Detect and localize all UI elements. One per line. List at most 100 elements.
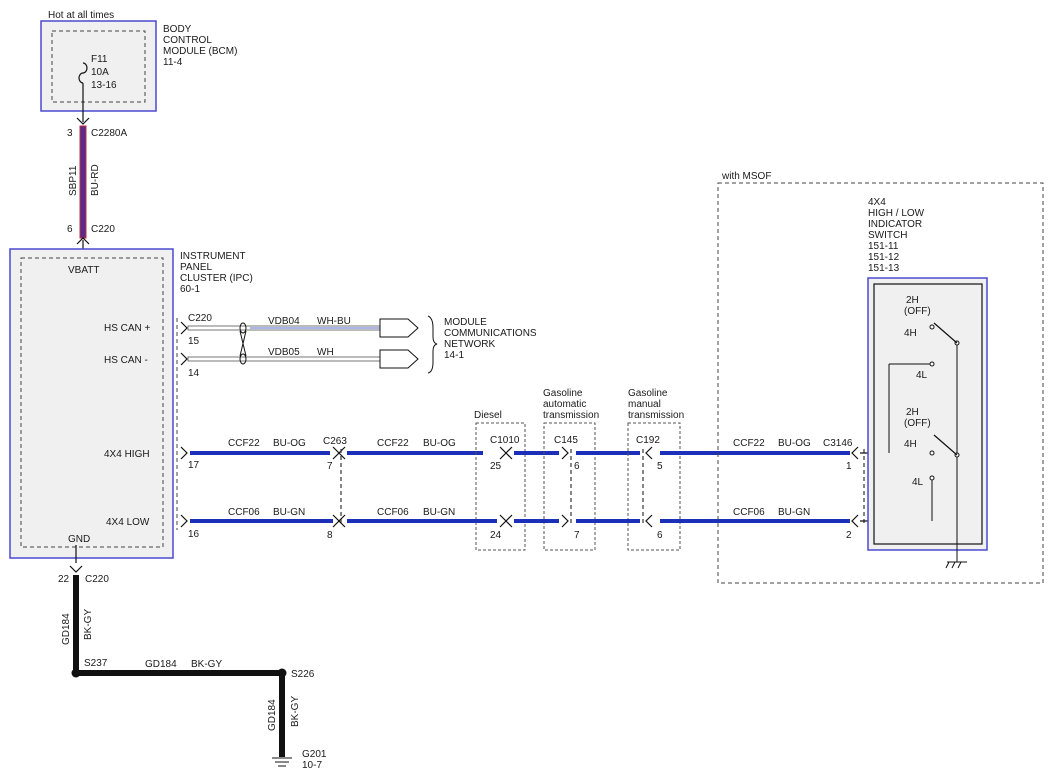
pin-17: 17 [188, 460, 200, 471]
switch-b-4l: 4L [912, 477, 924, 488]
ipc-gnd: GND [68, 534, 90, 545]
switch-b-4l-contact [929, 475, 935, 481]
c145-label: C145 [554, 435, 578, 446]
can-minus-connector-symbol [180, 352, 188, 366]
ipc-4x4-high: 4X4 HIGH [104, 449, 150, 460]
sbp11-wire [79, 125, 87, 239]
bcm-title-1: BODY [163, 24, 192, 35]
gas-auto-label-1: Gasoline [543, 388, 583, 399]
ccf22-label-3: CCF22 [733, 438, 765, 449]
switch-title-7: 151-13 [868, 263, 900, 274]
bk-gy-label-2: BK-GY [191, 659, 222, 670]
twist-symbol-top [239, 322, 247, 334]
pin-7: 7 [327, 461, 333, 472]
diesel-label: Diesel [474, 410, 502, 421]
pin-16: 16 [188, 529, 200, 540]
ccf06-wire-seg4 [576, 519, 640, 523]
bcm-module [40, 20, 157, 112]
fuse-icon [78, 62, 88, 84]
c192-high-symbol [645, 446, 653, 460]
gd184-wire-vertical [73, 575, 79, 673]
connector-c2280a: C2280A [91, 128, 127, 139]
gd184-label-3: GD184 [267, 699, 278, 731]
fuse-ref: 13-16 [91, 80, 117, 91]
switch-b-2h: 2H [906, 407, 919, 418]
low-ipc-connector-symbol [180, 514, 188, 528]
ccf22-wire-seg4 [576, 451, 640, 455]
hot-at-all-times-label: Hot at all times [48, 10, 114, 21]
switch-inner-box [873, 283, 983, 545]
switch-a-4l: 4L [916, 370, 928, 381]
gas-auto-label-3: transmission [543, 410, 599, 421]
g201-label: G201 [302, 749, 327, 760]
connector-c220-top: C220 [91, 224, 115, 235]
ipc-title-4: 60-1 [180, 284, 200, 295]
ipc-vbatt: VBATT [68, 265, 99, 276]
pin-8: 8 [327, 530, 333, 541]
network-title-1: MODULE [444, 317, 487, 328]
c3146-low-symbol [851, 514, 859, 528]
vdb05-label: VDB05 [268, 347, 300, 358]
gd184-wire-g201 [279, 673, 285, 757]
ipc-inner-dashed [20, 257, 164, 548]
can-plus-connector-symbol [180, 321, 188, 335]
c145-low-symbol [561, 514, 569, 528]
ccf22-label-2: CCF22 [377, 438, 409, 449]
switch-title-1: 4X4 [868, 197, 886, 208]
bk-gy-label-3: BK-GY [290, 696, 301, 727]
network-arrow-icon-top [379, 318, 419, 338]
vdb04-label: VDB04 [268, 316, 300, 327]
network-title-2: COMMUNICATIONS [444, 328, 537, 339]
c1010-label: C1010 [490, 435, 520, 446]
gd184-wire-horizontal [76, 670, 282, 676]
msof-dashed-box [717, 182, 1044, 584]
s226-label: S226 [291, 669, 315, 680]
pin-6-c145: 6 [574, 461, 580, 472]
bu-rd-label: BU-RD [90, 164, 101, 196]
c1010-low-symbol [499, 514, 513, 528]
bcm-title-4: 11-4 [163, 57, 183, 68]
gas-auto-c145-box [543, 422, 596, 551]
ccf06-color-2: BU-GN [423, 507, 455, 518]
pin-6: 6 [67, 224, 73, 235]
ccf22-wire-seg2 [347, 451, 483, 455]
pin-24: 24 [490, 530, 502, 541]
ccf22-wire-seg5 [660, 451, 850, 455]
twist-symbol-bottom [239, 353, 247, 365]
diesel-c1010-box [475, 422, 526, 551]
gd184-label-2: GD184 [145, 659, 177, 670]
network-brace-icon [427, 315, 438, 374]
ipc-hs-can-minus: HS CAN - [104, 355, 148, 366]
ccf06-wire-seg5 [660, 519, 850, 523]
ccf06-wire-seg3 [514, 519, 559, 523]
ccf06-color-1: BU-GN [273, 507, 305, 518]
pin-6-c192: 6 [657, 530, 663, 541]
ipc-title-3: CLUSTER (IPC) [180, 273, 253, 284]
s237-label: S237 [84, 658, 108, 669]
pin-7-c145: 7 [574, 530, 580, 541]
switch-title-2: HIGH / LOW [868, 208, 925, 219]
switch-a-off: (OFF) [904, 306, 931, 317]
switch-a-2h: 2H [906, 295, 919, 306]
ipc-title-2: PANEL [180, 262, 212, 273]
vdb05-color: WH [317, 347, 334, 358]
pin-22: 22 [58, 574, 70, 585]
bk-gy-label-1: BK-GY [83, 609, 94, 640]
ccf22-color-2: BU-OG [423, 438, 456, 449]
network-title-3: NETWORK [444, 339, 495, 350]
c145-high-symbol [561, 446, 569, 460]
switch-a-4h: 4H [904, 328, 917, 339]
ccf22-color-1: BU-OG [273, 438, 306, 449]
switch-a-4l-contact [929, 361, 935, 367]
ipc-4x4-low: 4X4 LOW [106, 517, 150, 528]
ipc-hs-can-plus: HS CAN + [104, 323, 151, 334]
high-ipc-connector-symbol [180, 446, 188, 460]
bcm-title-3: MODULE (BCM) [163, 46, 237, 57]
network-arrow-icon-bottom [379, 349, 419, 369]
pin-15: 15 [188, 336, 200, 347]
switch-ground-icon [945, 561, 967, 569]
pin-5: 5 [657, 461, 663, 472]
c263-high-symbol [332, 446, 346, 460]
switch-title-6: 151-12 [868, 252, 900, 263]
network-title-4: 14-1 [444, 350, 464, 361]
